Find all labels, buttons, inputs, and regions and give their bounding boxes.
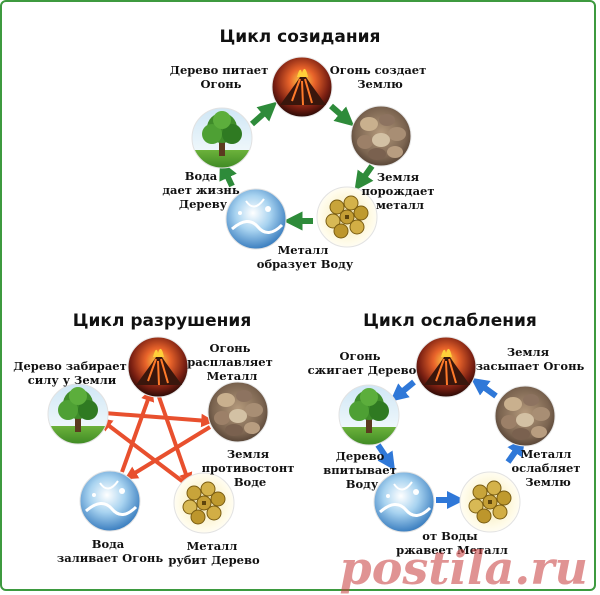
stones-icon <box>350 105 412 167</box>
arrow-wood-to-fire <box>250 101 278 127</box>
label-metal-forms-water: Металл образует Воду <box>257 243 354 271</box>
weakening-cycle: Цикл ослабления Огонь сжигает Дерево Зем… <box>308 311 585 557</box>
coins-icon <box>459 471 521 533</box>
arrow-earth-to-water <box>124 425 212 480</box>
arrow-metal-to-wood <box>98 417 188 486</box>
arrow-wood-to-water <box>375 443 395 471</box>
stones-icon <box>207 381 269 443</box>
weakening-title: Цикл ослабления <box>363 311 537 331</box>
label-water-gives-life-wood: Вода дает жизнь Дереву <box>162 169 243 211</box>
label-earth-opposes-water: Земля противостонт Воде <box>202 447 299 489</box>
arrow-water-to-wood <box>219 160 237 188</box>
label-earth-covers-fire: Земля засыпает Огонь <box>476 345 585 373</box>
label-wood-absorbs-water: Дерево впитывает Воду <box>323 449 401 491</box>
arrow-fire-to-earth <box>329 103 355 127</box>
destruction-title: Цикл разрушения <box>73 311 252 331</box>
tree-icon <box>191 107 253 169</box>
label-earth-produces-metal: Земля порождает металл <box>362 170 439 212</box>
arrow-metal-to-earth <box>505 437 526 464</box>
destruction-cycle: Цикл разрушения Дерево забирает силу у З… <box>13 311 299 567</box>
arrow-wood-to-earth <box>103 411 215 428</box>
label-water-floods-fire: Вода заливает Огонь <box>57 537 163 565</box>
volcano-icon <box>415 336 477 398</box>
label-fire-creates-earth: Огонь создает Землю <box>330 63 431 91</box>
creation-cycle: Цикл созидания Дерево питает Огонь Огонь… <box>162 27 439 271</box>
stones-icon <box>494 385 556 447</box>
coins-icon <box>173 472 235 534</box>
volcano-icon <box>271 56 333 118</box>
label-metal-weakens-earth: Металл ослабляет Землю <box>512 447 585 489</box>
label-metal-chops-wood: Металл рубит Дерево <box>168 539 260 567</box>
watermark: postila.ru <box>340 541 588 595</box>
arrow-fire-to-wood <box>390 379 416 402</box>
label-fire-melts-metal: Огонь расплавляет Металл <box>187 341 277 383</box>
creation-title: Цикл созидания <box>220 27 381 47</box>
arrow-fire-to-metal <box>156 393 193 487</box>
tree-icon <box>47 383 109 445</box>
arrow-water-to-fire <box>120 387 155 473</box>
water-splash-icon <box>78 469 142 533</box>
water-splash-icon <box>372 470 436 534</box>
volcano-icon <box>127 336 189 398</box>
label-wood-feeds-fire: Дерево питает Огонь <box>170 63 273 91</box>
water-splash-icon <box>224 187 288 251</box>
arrow-earth-to-metal <box>354 164 375 191</box>
arrow-earth-to-fire <box>470 377 498 399</box>
label-metal-rusts-from-water: от Воды ржавеет Металл <box>396 529 508 557</box>
label-fire-burns-wood: Огонь сжигает Дерево <box>308 349 417 377</box>
tree-icon <box>338 384 400 446</box>
label-wood-takes-earth: Дерево забирает силу у Земли <box>13 359 131 387</box>
